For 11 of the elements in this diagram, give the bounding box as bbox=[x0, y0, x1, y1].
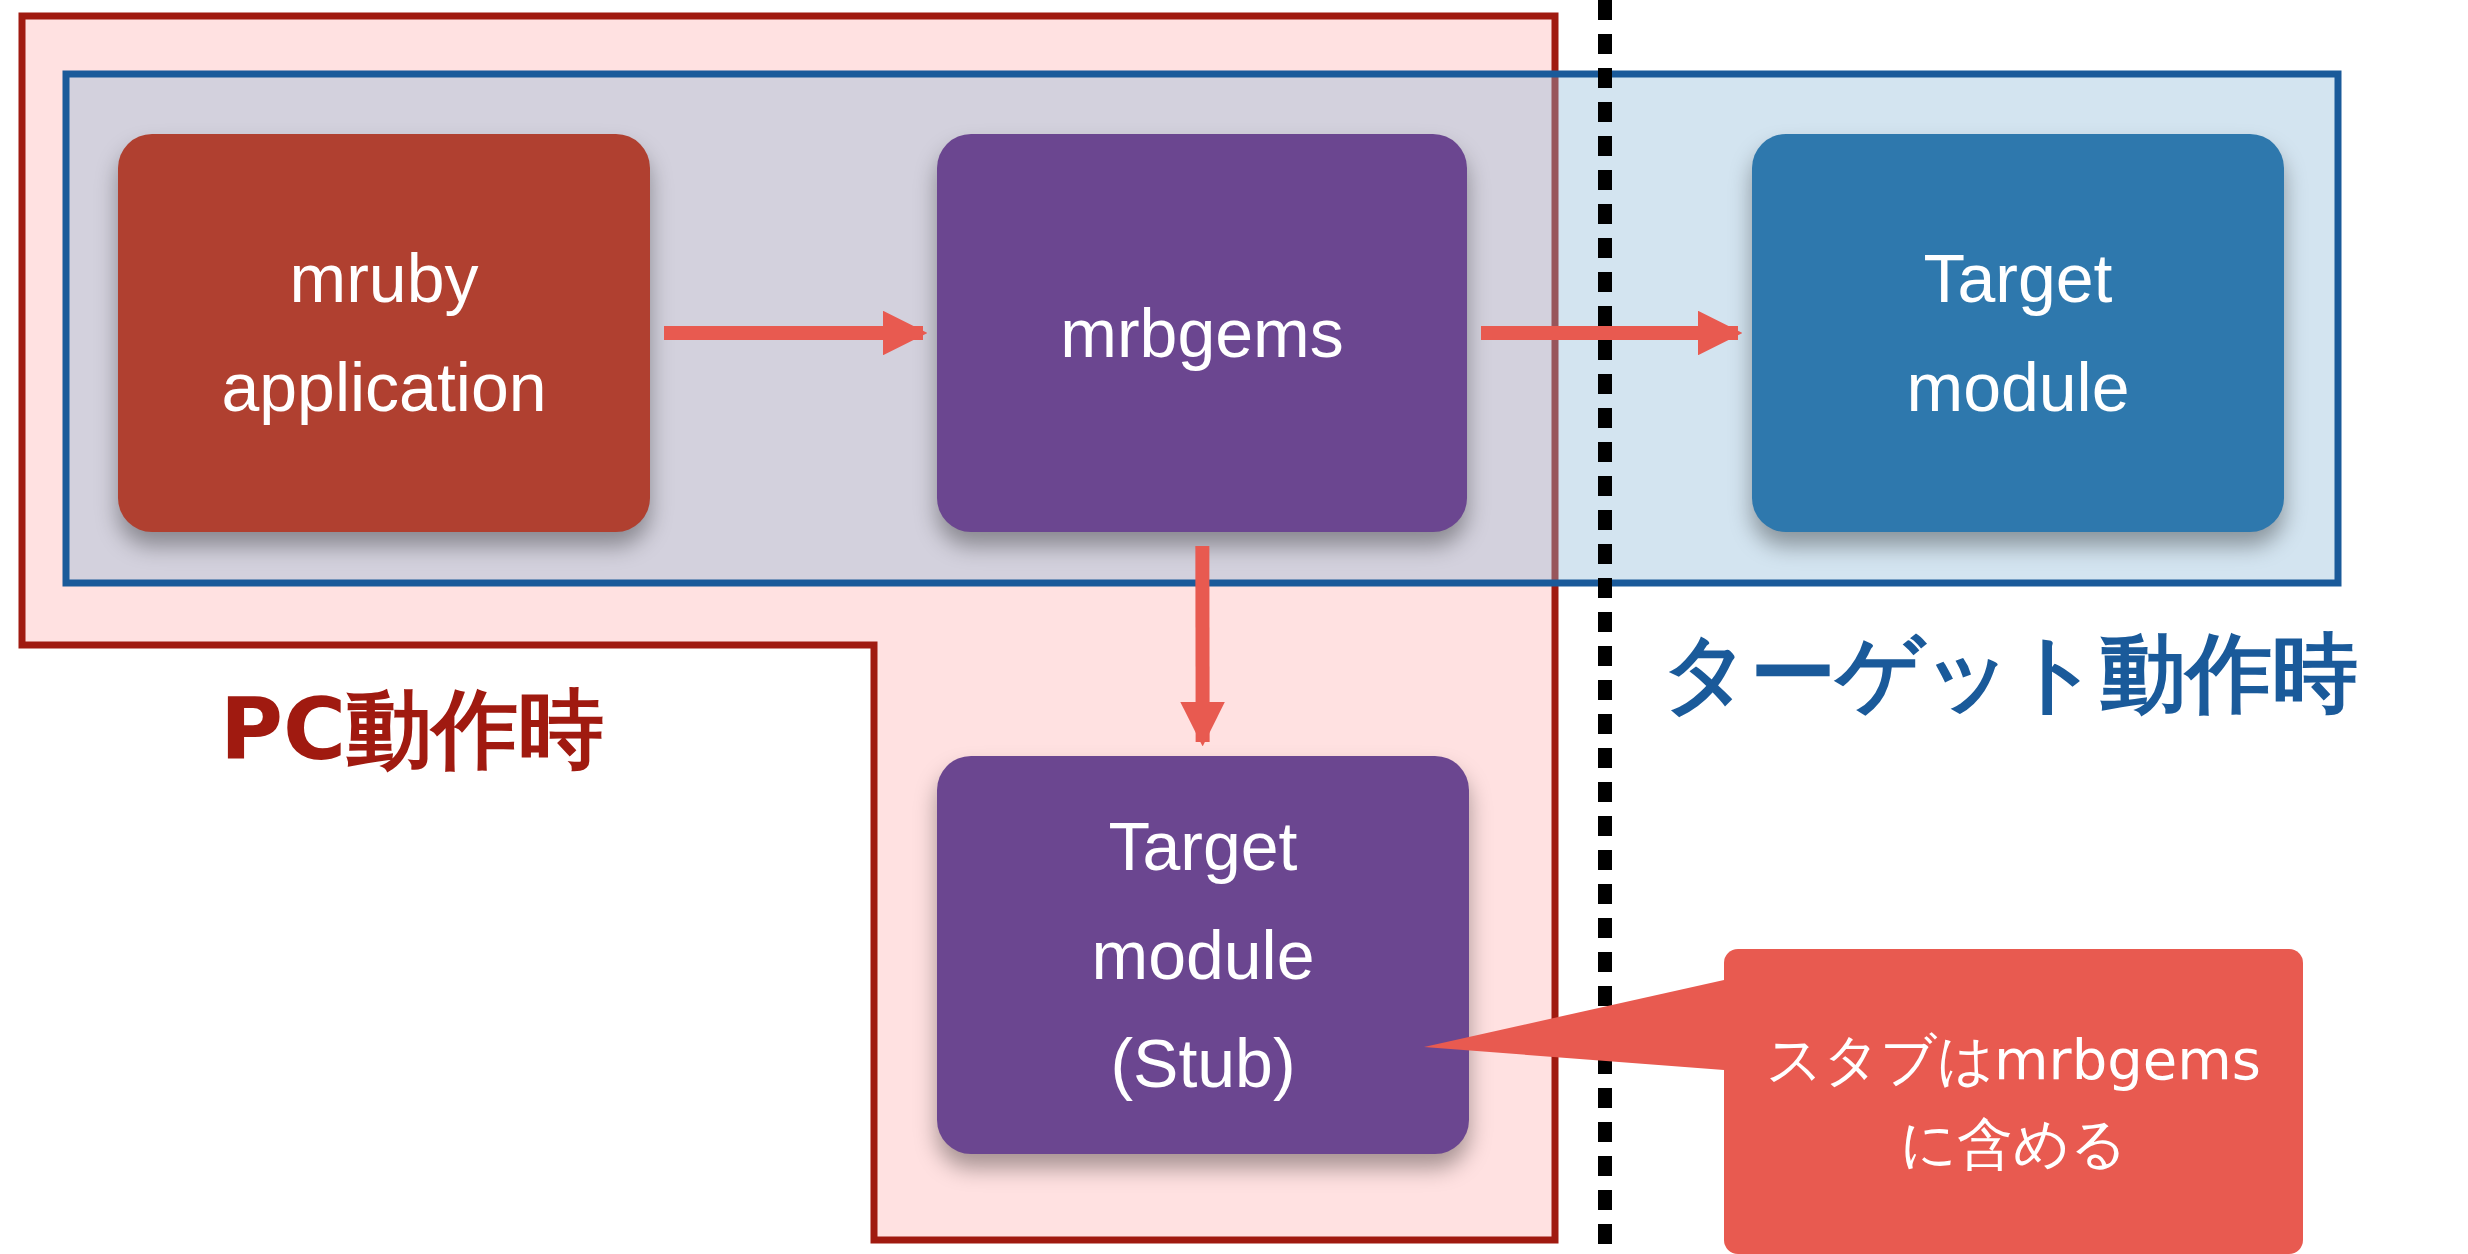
module-box: Target module bbox=[1752, 134, 2284, 532]
module-box: mruby application bbox=[118, 134, 650, 532]
arrow bbox=[1481, 310, 1743, 356]
region-heading: PC動作時 bbox=[220, 678, 605, 781]
arrow bbox=[1180, 545, 1225, 747]
region-heading: ターゲット動作時 bbox=[1662, 622, 2358, 725]
module-box: mrbgems bbox=[937, 134, 1467, 532]
callout-pointer bbox=[1424, 980, 1724, 1070]
arrow bbox=[664, 310, 928, 356]
callout-box: スタブはmrbgemsに含める bbox=[1724, 949, 2303, 1254]
module-box: Target module (Stub) bbox=[937, 756, 1469, 1154]
